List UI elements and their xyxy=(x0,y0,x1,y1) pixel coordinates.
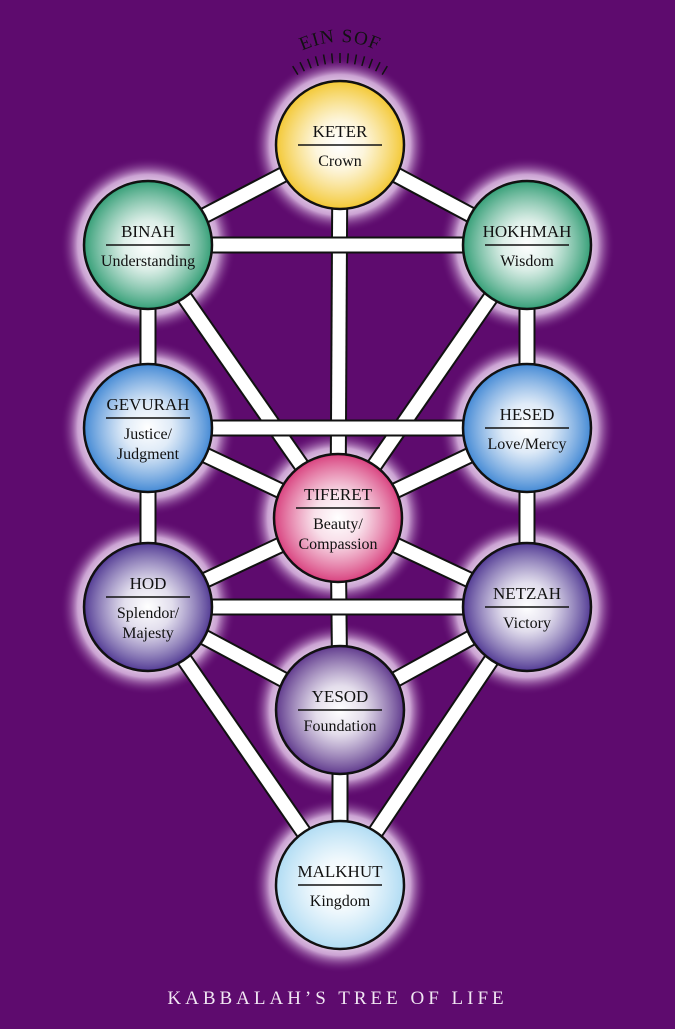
malkhut-meaning: Kingdom xyxy=(310,893,371,910)
diagram-title: KABBALAH’S TREE OF LIFE xyxy=(167,988,508,1009)
netzah-meaning: Victory xyxy=(503,615,551,632)
gevurah-meaning: Judgment xyxy=(117,446,180,463)
yesod-meaning: Foundation xyxy=(304,718,377,735)
yesod-name: YESOD xyxy=(312,687,369,706)
binah-meaning: Understanding xyxy=(101,253,195,270)
tiferet-meaning: Compassion xyxy=(298,536,377,553)
sefirah-keter[interactable]: KETER Crown xyxy=(274,79,406,211)
sefirah-binah[interactable]: BINAH Understanding xyxy=(82,179,214,311)
gevurah-meaning: Justice/ xyxy=(124,426,173,443)
hokhmah-name: HOKHMAH xyxy=(483,222,572,241)
hod-name: HOD xyxy=(130,574,167,593)
hod-meaning: Splendor/ xyxy=(117,605,180,622)
sefirah-malkhut[interactable]: MALKHUT Kingdom xyxy=(274,819,406,951)
tiferet-name: TIFERET xyxy=(304,485,373,504)
hokhmah-meaning: Wisdom xyxy=(500,253,554,270)
keter-name: KETER xyxy=(313,122,368,141)
tiferet-meaning: Beauty/ xyxy=(313,516,363,533)
sefirah-hesed[interactable]: HESED Love/Mercy xyxy=(461,362,593,494)
ein-sof-rays xyxy=(292,53,388,76)
sefirah-yesod[interactable]: YESOD Foundation xyxy=(274,644,406,776)
ein-sof-label: EIN SOF xyxy=(296,26,383,55)
sefirah-netzah[interactable]: NETZAH Victory xyxy=(461,541,593,673)
sefirah-hod[interactable]: HOD Splendor/Majesty xyxy=(82,541,214,673)
sefirah-tiferet[interactable]: TIFERET Beauty/Compassion xyxy=(272,452,404,584)
hesed-meaning: Love/Mercy xyxy=(487,436,566,453)
malkhut-name: MALKHUT xyxy=(298,862,384,881)
keter-meaning: Crown xyxy=(318,153,362,170)
netzah-name: NETZAH xyxy=(493,584,561,603)
gevurah-name: GEVURAH xyxy=(106,395,189,414)
sefirah-hokhmah[interactable]: HOKHMAH Wisdom xyxy=(461,179,593,311)
sefirah-gevurah[interactable]: GEVURAH Justice/Judgment xyxy=(82,362,214,494)
hesed-name: HESED xyxy=(500,405,555,424)
binah-name: BINAH xyxy=(121,222,175,241)
hod-meaning: Majesty xyxy=(122,625,174,642)
